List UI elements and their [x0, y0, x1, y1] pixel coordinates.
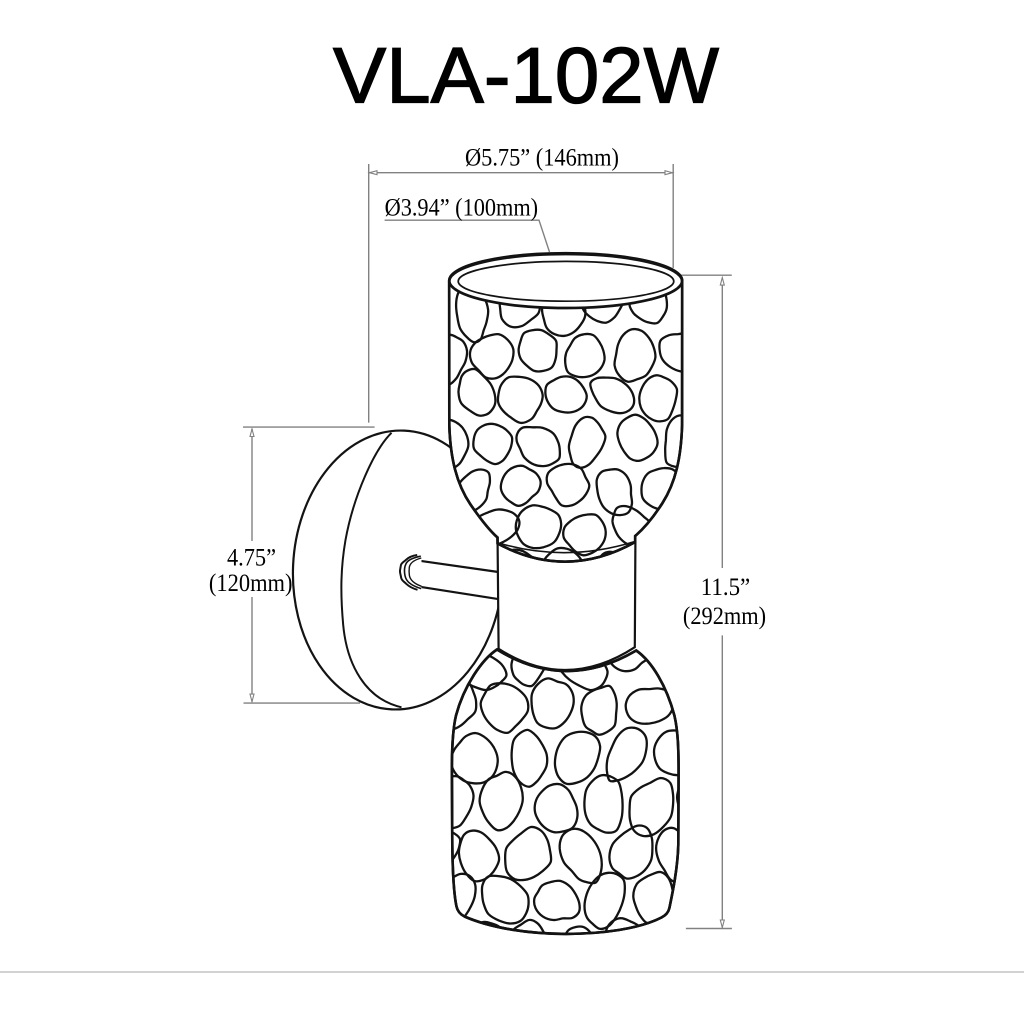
- svg-text:Ø3.94” (100mm): Ø3.94” (100mm): [385, 192, 538, 221]
- svg-text:(292mm): (292mm): [683, 601, 766, 630]
- svg-text:(120mm): (120mm): [209, 568, 293, 597]
- svg-text:11.5”: 11.5”: [701, 572, 750, 601]
- svg-text:4.75”: 4.75”: [227, 542, 276, 571]
- svg-text:Ø5.75” (146mm): Ø5.75” (146mm): [465, 142, 619, 171]
- svg-text:VLA-102W: VLA-102W: [333, 30, 719, 119]
